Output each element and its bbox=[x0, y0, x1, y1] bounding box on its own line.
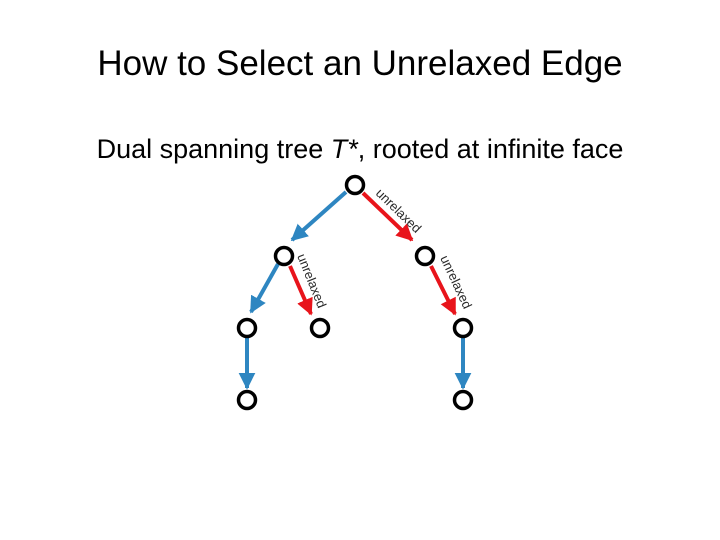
edge-label-right-child-to-right-leaf: unrelaxed bbox=[437, 253, 475, 311]
edge-left-child-to-left-left-leaf bbox=[249, 263, 280, 314]
subtitle-math-symbol: T* bbox=[330, 134, 358, 164]
tree-node-right-child bbox=[414, 245, 436, 267]
slide-title: How to Select an Unrelaxed Edge bbox=[97, 44, 623, 83]
edge-right-child-to-right-leaf bbox=[429, 265, 457, 316]
tree-node-right-bottom-leaf bbox=[452, 389, 474, 411]
tree-node-right-leaf bbox=[452, 317, 474, 339]
edge-label-left-child-to-left-right-leaf: unrelaxed bbox=[294, 252, 329, 311]
tree-node-left-child bbox=[273, 245, 295, 267]
edge-left-child-to-left-right-leaf bbox=[288, 265, 313, 316]
subtitle-prefix: Dual spanning tree bbox=[96, 134, 331, 164]
subtitle-suffix: , rooted at infinite face bbox=[357, 134, 624, 164]
slide-subtitle: Dual spanning tree T*, rooted at infinit… bbox=[0, 134, 720, 165]
tree-node-left-right-leaf bbox=[309, 317, 331, 339]
tree-node-left-left-bottom-leaf bbox=[236, 389, 258, 411]
edge-root-to-left-child bbox=[290, 190, 348, 242]
tree-node-left-left-leaf bbox=[236, 317, 258, 339]
edge-root-to-right-child bbox=[361, 191, 414, 242]
tree-node-root bbox=[344, 174, 366, 196]
